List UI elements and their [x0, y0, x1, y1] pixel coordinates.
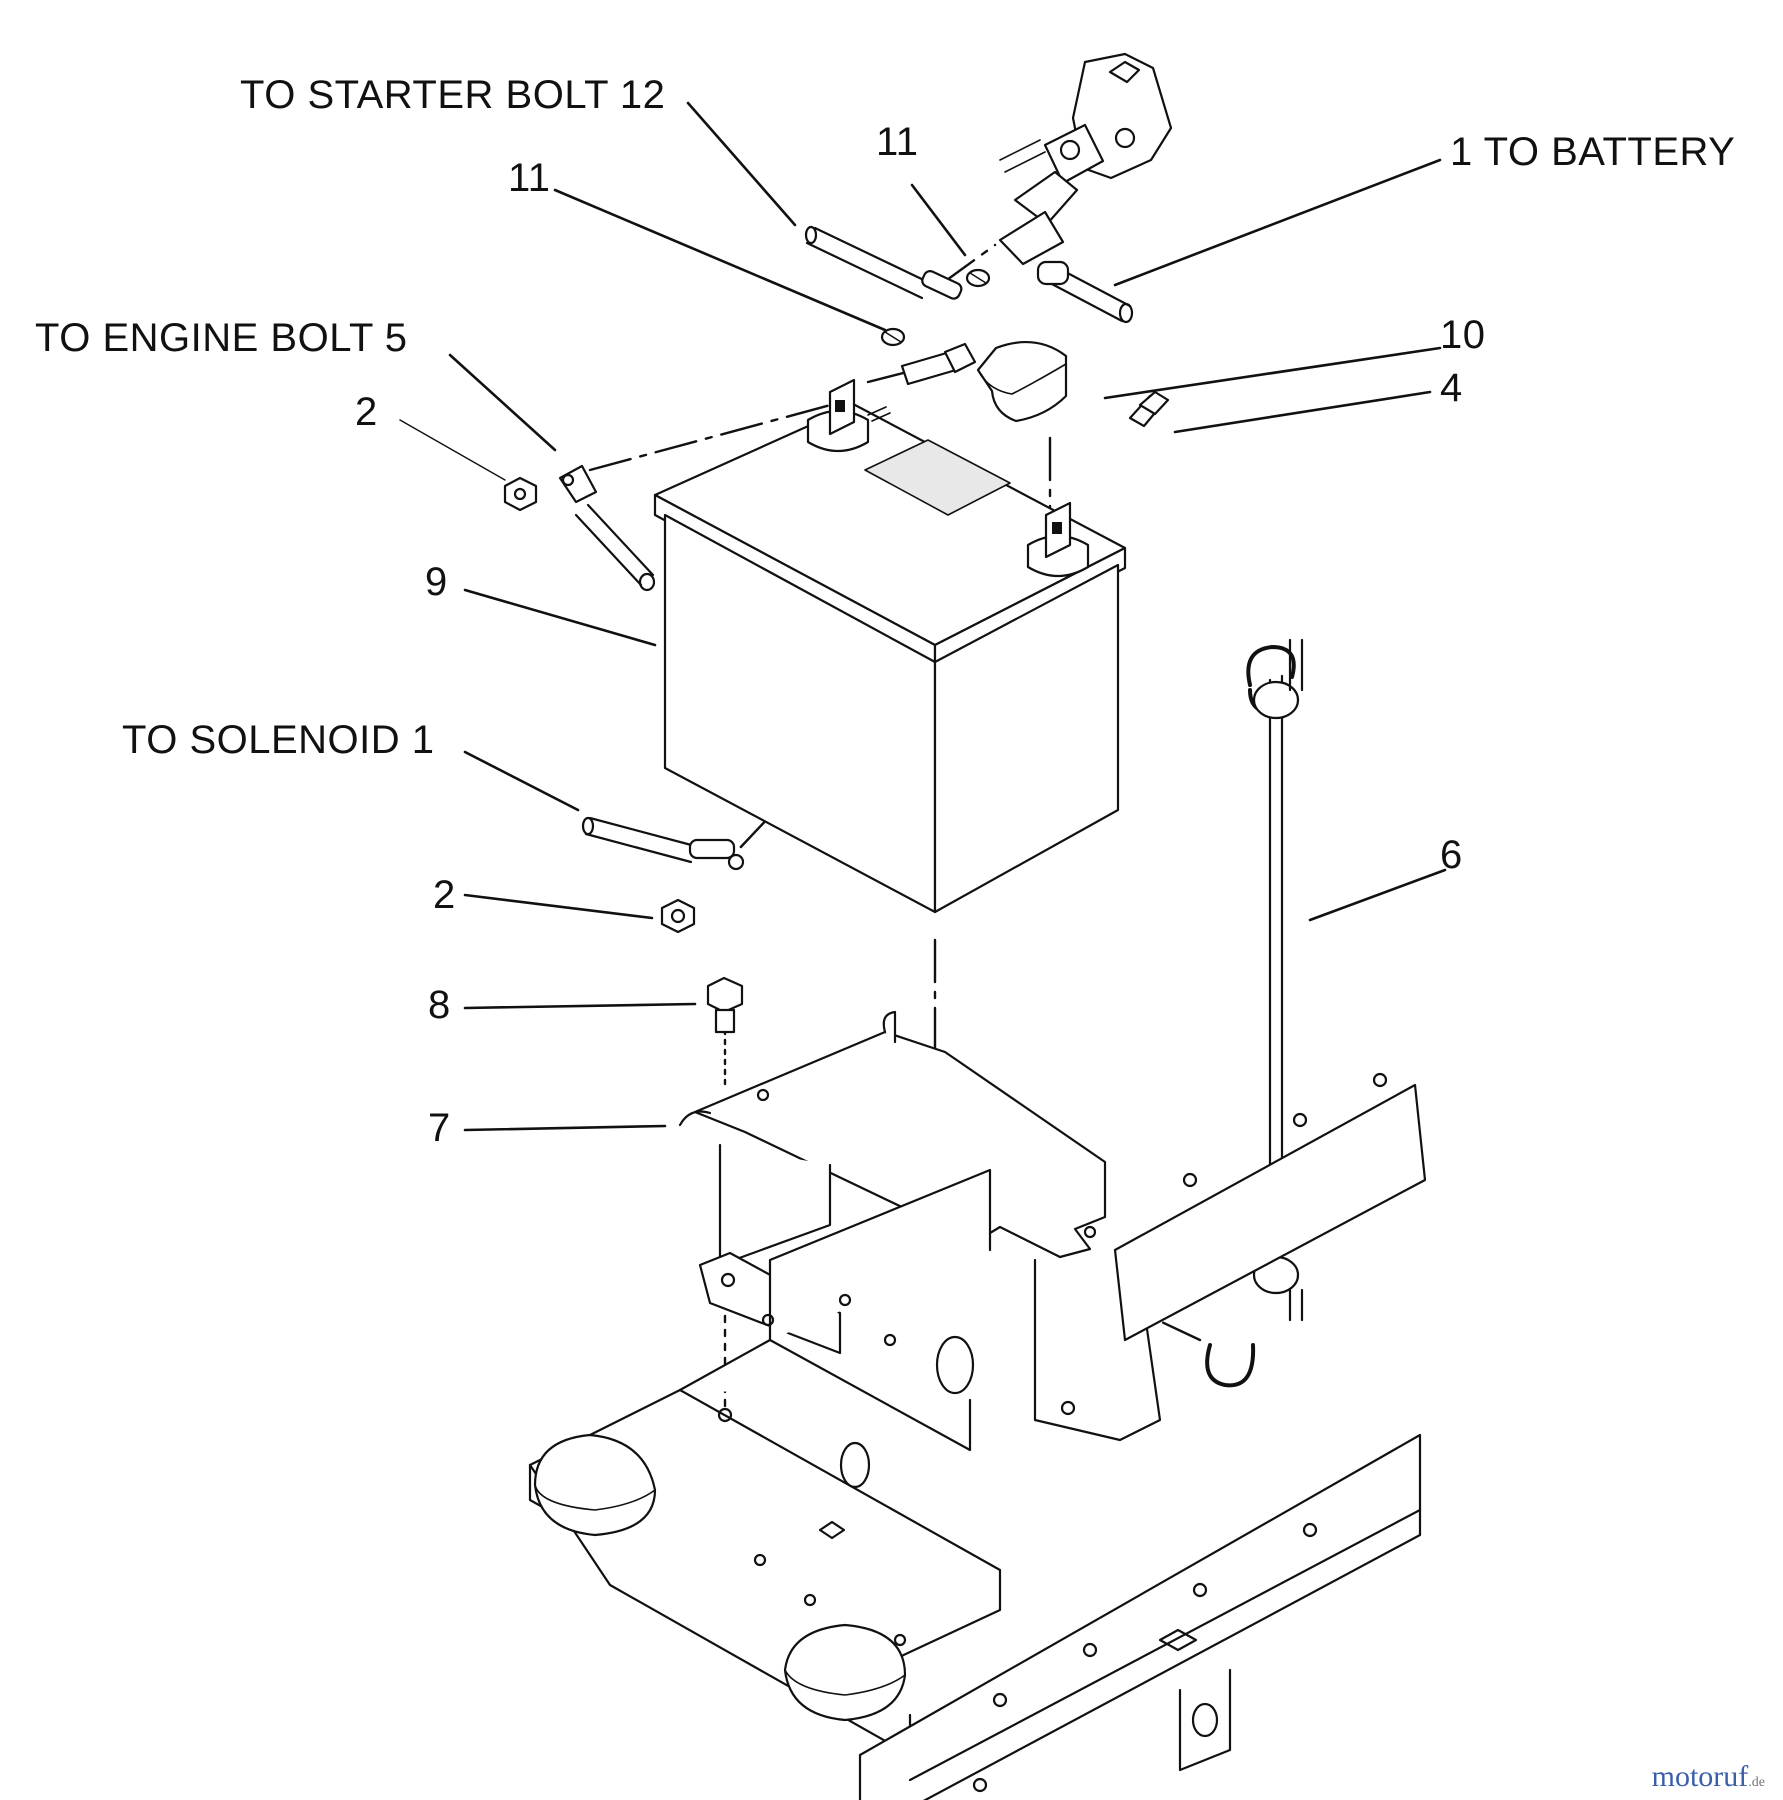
watermark-suffix: .de [1748, 1775, 1765, 1790]
callout-item-7: 7 [428, 1106, 451, 1150]
callout-item-9: 9 [425, 560, 448, 604]
terminal-cover [976, 341, 1068, 423]
callout-item-8: 8 [428, 983, 451, 1027]
cables [558, 225, 1134, 871]
callout-item-11-left: 11 [508, 156, 551, 200]
engine-mounts [533, 1433, 907, 1722]
callout-item-10: 10 [1440, 313, 1486, 357]
callout-item-4: 4 [1440, 366, 1463, 410]
callout-item-2-bottom: 2 [433, 873, 456, 917]
chassis-frame [528, 1072, 1427, 1800]
hold-down-rod [1205, 638, 1304, 1388]
fasteners [503, 268, 1170, 1034]
callout-to-starter-bolt: TO STARTER BOLT 12 [240, 73, 666, 117]
solenoid [998, 52, 1173, 266]
leader-lines [399, 101, 1447, 1132]
callout-to-solenoid: TO SOLENOID 1 [122, 718, 435, 762]
battery-tray [678, 1010, 1162, 1442]
battery [653, 378, 1127, 914]
callout-item-11-right: 11 [876, 120, 919, 164]
callout-item-6: 6 [1440, 833, 1463, 877]
callout-to-battery: 1 TO BATTERY [1450, 130, 1736, 174]
callout-item-2-top: 2 [355, 390, 378, 434]
callout-to-engine-bolt: TO ENGINE BOLT 5 [35, 316, 408, 360]
watermark-brand: motoruf [1651, 1760, 1749, 1793]
watermark-logo: motoruf.de [1652, 1762, 1765, 1792]
